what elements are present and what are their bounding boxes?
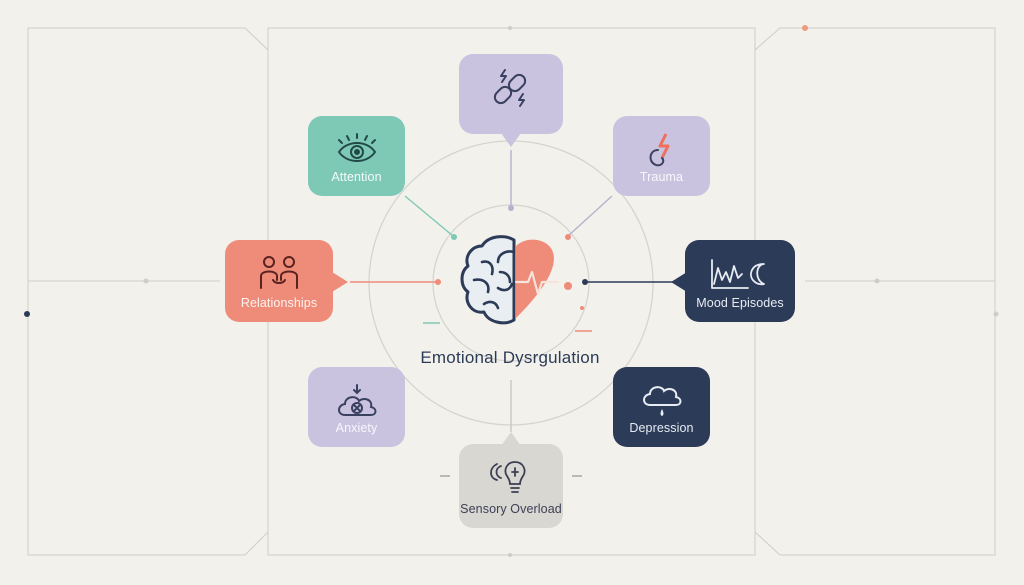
node-attention[interactable]: Attention bbox=[308, 116, 405, 196]
chain-link-lightning-icon bbox=[493, 69, 527, 107]
node-label: Trauma bbox=[639, 170, 684, 184]
diagram-title: Emotional Dysrgulation bbox=[420, 348, 600, 367]
cloud-x-icon bbox=[337, 384, 376, 416]
node-label: Sensory Overload bbox=[460, 502, 562, 516]
node-label: Mood Episodes bbox=[696, 296, 784, 310]
node-top-chain[interactable] bbox=[459, 54, 563, 134]
raincloud-icon bbox=[642, 386, 681, 416]
callout-pointer bbox=[501, 432, 521, 446]
node-anxiety[interactable]: Anxiety bbox=[308, 367, 405, 447]
node-label: Relationships bbox=[240, 296, 318, 310]
people-holding-hands-icon bbox=[260, 256, 298, 289]
brain-heart-icon bbox=[460, 235, 560, 325]
node-label: Attention bbox=[331, 170, 382, 184]
node-relationships[interactable]: Relationships bbox=[225, 240, 333, 322]
connectors bbox=[350, 150, 685, 432]
accent-dot bbox=[802, 25, 808, 31]
node-depression[interactable]: Depression bbox=[613, 367, 710, 447]
node-mood-episodes[interactable]: Mood Episodes bbox=[685, 240, 795, 322]
callout-pointer bbox=[332, 272, 348, 292]
eye-icon bbox=[337, 133, 376, 162]
node-label: Depression bbox=[629, 421, 694, 435]
broken-hook-lightning-icon bbox=[649, 133, 669, 167]
node-sensory-overload[interactable]: Sensory Overload bbox=[459, 444, 563, 528]
node-trauma[interactable]: Trauma bbox=[613, 116, 710, 196]
mood-wave-moon-icon bbox=[711, 259, 765, 289]
node-label: Anxiety bbox=[335, 421, 378, 435]
callout-pointer bbox=[671, 272, 687, 292]
callout-pointer bbox=[501, 133, 521, 147]
lightbulb-sound-icon bbox=[490, 461, 526, 493]
